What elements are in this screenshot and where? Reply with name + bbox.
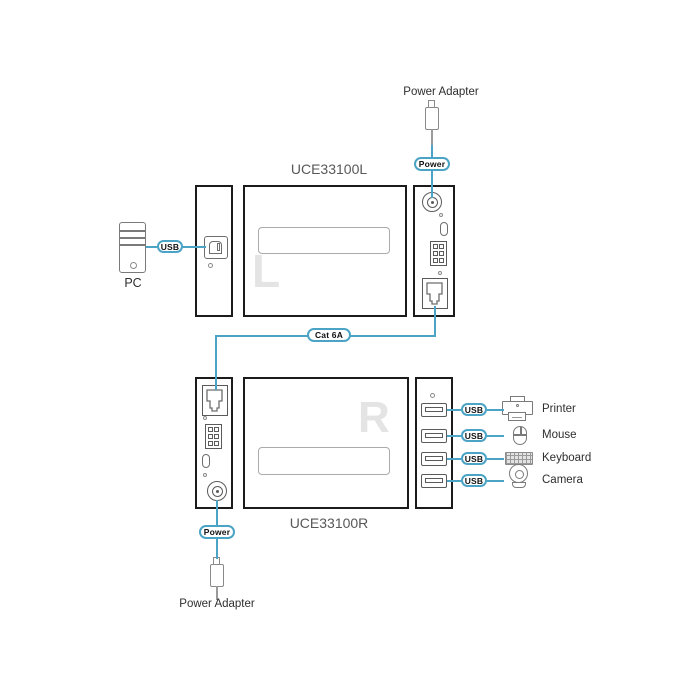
power-badge-bottom: Power — [199, 525, 235, 539]
usb-b-port-inner — [209, 240, 222, 254]
power-cord — [431, 129, 433, 145]
wire-usb-row2-b — [487, 435, 504, 437]
wire-usb-row1-a — [447, 409, 461, 411]
mouse-label: Mouse — [542, 429, 577, 441]
usb-b-port-key — [217, 243, 220, 251]
cat6a-badge: Cat 6A — [307, 328, 351, 342]
usb-badge-row2: USB — [461, 429, 487, 442]
pc-tower-slot — [120, 230, 145, 232]
unit-l-title: UCE33100L — [290, 161, 368, 177]
unit-r-title: UCE33100R — [289, 515, 369, 531]
unit-l-led — [208, 263, 213, 268]
usb-a-port-icon — [421, 474, 447, 488]
unit-l-led-2 — [439, 213, 443, 217]
rj45-port-icon — [422, 278, 448, 309]
dc-jack-ring — [211, 485, 223, 497]
wire-usb-row1-b — [487, 409, 504, 411]
unit-r-led-3 — [430, 393, 435, 398]
camera-lens — [514, 469, 524, 479]
wire-usb-row4-b — [487, 480, 504, 482]
printer-led — [516, 404, 519, 407]
unit-r-vent — [258, 447, 390, 475]
power-cord — [216, 586, 218, 600]
usb-a-port-icon — [421, 429, 447, 443]
pc-label: PC — [124, 276, 142, 290]
usb-badge-row3: USB — [461, 452, 487, 465]
keyboard-label: Keyboard — [542, 452, 592, 464]
unit-l-vent — [258, 227, 390, 254]
mouse-button-line — [514, 434, 526, 436]
terminal-block-icon — [430, 241, 447, 266]
usb-b-port-icon — [204, 236, 228, 259]
unit-r-watermark: R — [358, 393, 390, 442]
usb-badge-pc: USB — [157, 240, 183, 253]
usb-badge-row1: USB — [461, 403, 487, 416]
mouse-button-divider — [520, 427, 522, 435]
printer-label: Printer — [542, 403, 576, 415]
pc-tower-slot — [120, 237, 145, 239]
unit-r-main-panel — [243, 377, 409, 509]
dc-power-plug-body — [210, 564, 224, 587]
power-badge-top: Power — [414, 157, 450, 171]
usb-a-port-icon — [421, 403, 447, 417]
wire-cat6a-to-unit-r — [215, 336, 217, 390]
camera-label: Camera — [542, 474, 583, 486]
terminal-block-icon — [205, 424, 222, 449]
pc-tower-slot — [120, 244, 145, 246]
mouse-icon — [513, 426, 527, 445]
pc-power-button — [130, 262, 137, 269]
dc-jack-pin — [215, 489, 219, 493]
wire-usb-row3-a — [447, 458, 461, 460]
unit-r-led — [203, 416, 207, 420]
usb-c-port-icon — [440, 222, 448, 236]
unit-l-watermark: L — [252, 245, 281, 297]
wire-unit-l-rj45-down — [434, 306, 436, 337]
pc-tower-icon — [119, 222, 146, 273]
camera-icon — [509, 464, 528, 483]
wire-usb-row4-a — [447, 480, 461, 482]
usb-badge-row4: USB — [461, 474, 487, 487]
dc-jack-pin — [430, 200, 434, 204]
dc-power-plug-body — [425, 107, 439, 130]
wire-usb-row3-b — [487, 458, 504, 460]
wire-usb-row2-a — [447, 435, 461, 437]
printer-slot — [512, 416, 522, 418]
bottom-power-adapter-label: Power Adapter — [179, 598, 255, 610]
unit-r-led-2 — [203, 473, 207, 477]
dc-jack-icon — [207, 481, 227, 501]
usb-c-port-icon — [202, 454, 210, 468]
usb-a-port-icon — [421, 452, 447, 466]
unit-l-led-3 — [438, 271, 442, 275]
top-power-adapter-label: Power Adapter — [403, 86, 479, 98]
wire-top-power — [431, 145, 433, 198]
